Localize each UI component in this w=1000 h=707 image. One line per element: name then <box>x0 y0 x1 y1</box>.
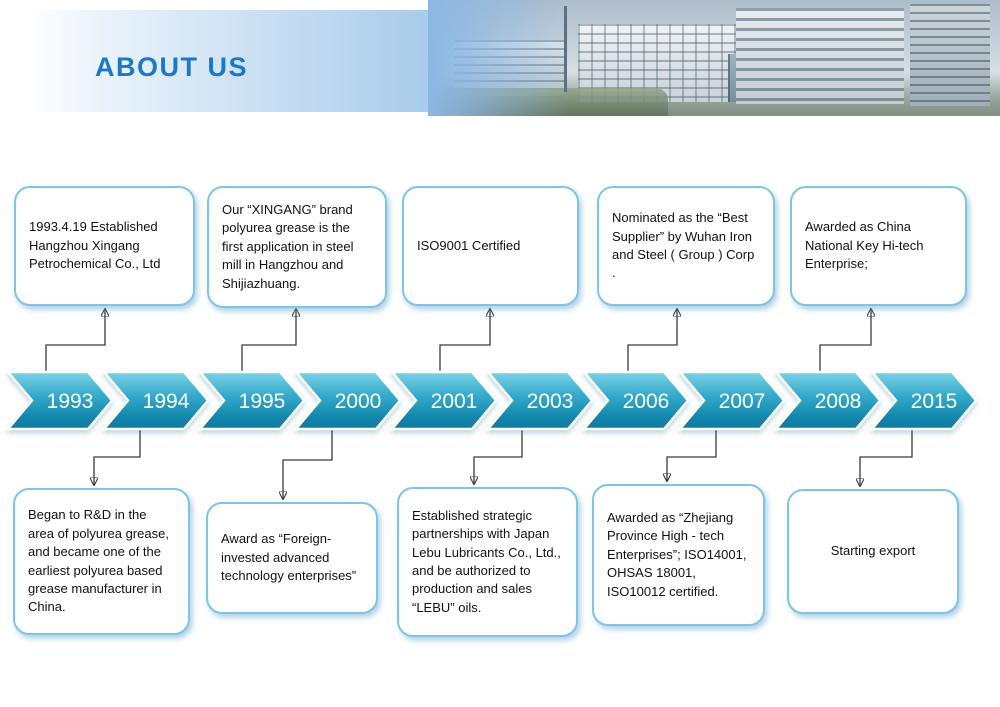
connector-2001-top <box>439 309 490 372</box>
connector-1993-top <box>45 309 105 372</box>
year-chevron-1993: 1993 <box>5 370 114 431</box>
year-label: 2003 <box>527 390 574 413</box>
milestone-box-2003: Established strategic partnerships with … <box>397 487 578 637</box>
milestone-text: ISO9001 Certified <box>417 237 521 253</box>
milestone-text: Awarded as “Zhejiang Province High - tec… <box>607 509 747 599</box>
milestone-box-1993: 1993.4.19 Established Hangzhou Xingang P… <box>14 186 195 306</box>
connector-2007-bottom <box>667 429 717 481</box>
year-chevron-1995: 1995 <box>197 370 306 431</box>
year-label: 1993 <box>47 390 94 413</box>
connector-2015-bottom <box>860 429 913 486</box>
milestone-text: 1993.4.19 Established Hangzhou Xingang P… <box>29 219 161 272</box>
connector-2003-bottom <box>474 429 523 484</box>
year-chevron-2000: 2000 <box>293 370 402 431</box>
milestone-box-2008: Awarded as China National Key Hi-tech En… <box>790 186 967 306</box>
year-chevron-2006: 2006 <box>581 370 690 431</box>
timeline: 1993 1994 1995 2000 2001 2003 2006 2007 <box>5 370 978 431</box>
year-chevron-1994: 1994 <box>101 370 210 431</box>
connector-1994-bottom <box>94 429 141 485</box>
year-label: 2001 <box>431 390 478 413</box>
milestone-text: Began to R&D in the area of polyurea gre… <box>28 507 169 615</box>
connector-2006-top <box>627 309 677 372</box>
milestone-box-2001: ISO9001 Certified <box>402 186 579 306</box>
year-label: 2015 <box>911 390 958 413</box>
year-label: 1995 <box>239 390 286 413</box>
header-building-photo <box>428 0 1000 116</box>
milestone-text: Established strategic partnerships with … <box>412 507 561 615</box>
milestone-text: Nominated as the “Best Supplier” by Wuha… <box>612 210 755 281</box>
year-label: 2007 <box>719 390 766 413</box>
year-chevron-2003: 2003 <box>485 370 594 431</box>
year-label: 1994 <box>143 390 190 413</box>
page-title: ABOUT US <box>95 52 248 82</box>
year-label: 2000 <box>335 390 382 413</box>
year-chevron-2001: 2001 <box>389 370 498 431</box>
connector-1995-top <box>241 309 296 372</box>
milestone-box-1994: Began to R&D in the area of polyurea gre… <box>13 488 190 635</box>
year-chevron-2007: 2007 <box>677 370 786 431</box>
year-chevron-2008: 2008 <box>773 370 882 431</box>
milestone-box-2007: Awarded as “Zhejiang Province High - tec… <box>592 484 765 626</box>
connector-2000-bottom <box>283 429 333 499</box>
milestone-box-1995: Our “XINGANG” brand polyurea grease is t… <box>207 186 387 308</box>
milestone-box-2000: Award as “Foreign-invested advanced tech… <box>206 502 378 614</box>
connector-2008-top <box>819 309 871 372</box>
milestone-text: Our “XINGANG” brand polyurea grease is t… <box>222 201 354 291</box>
year-label: 2008 <box>815 390 862 413</box>
milestone-text: Starting export <box>830 543 916 559</box>
milestone-text: Awarded as China National Key Hi-tech En… <box>805 219 924 272</box>
milestone-box-2015: Starting export <box>787 489 959 614</box>
photo-left-fade <box>428 0 1000 116</box>
year-label: 2006 <box>623 390 670 413</box>
milestone-text: Award as “Foreign-invested advanced tech… <box>221 531 357 584</box>
milestone-box-2006: Nominated as the “Best Supplier” by Wuha… <box>597 186 775 306</box>
year-chevron-2015: 2015 <box>869 370 978 431</box>
